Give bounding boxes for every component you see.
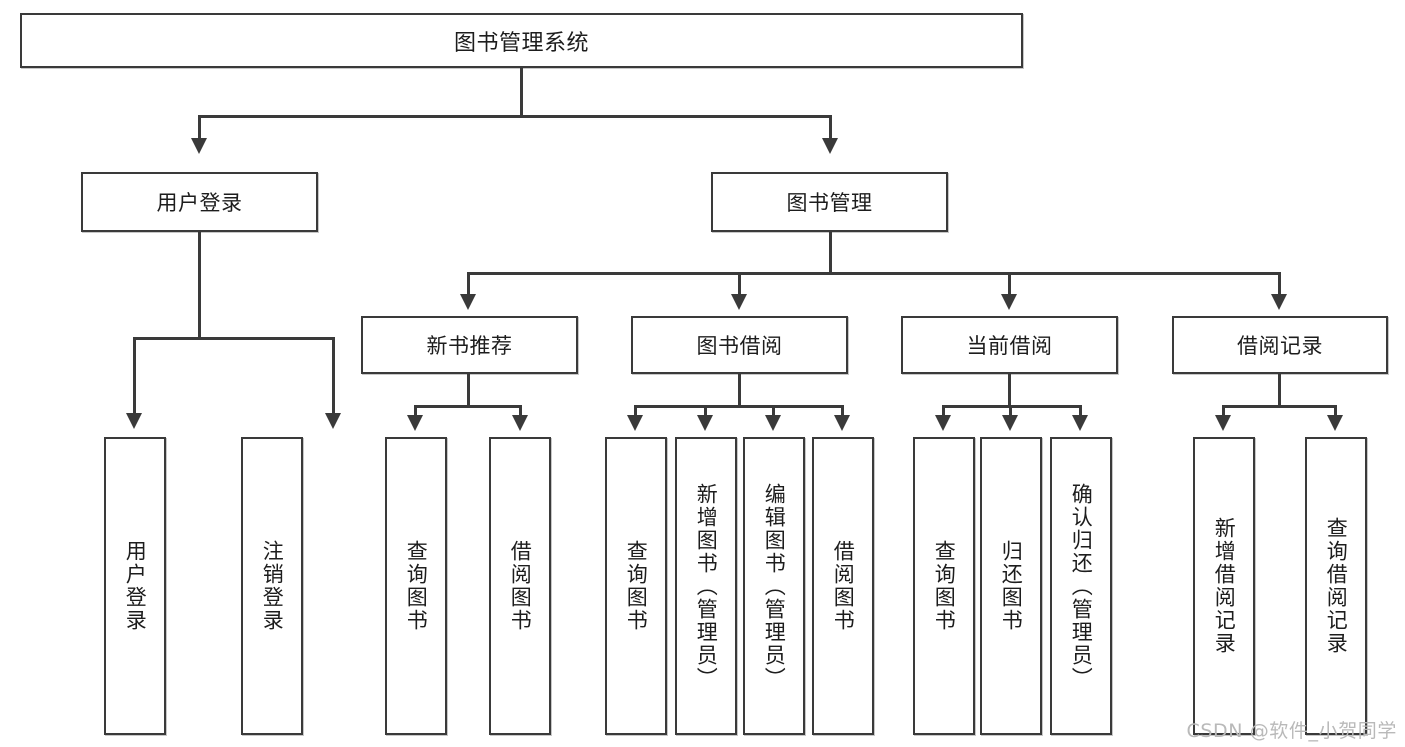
leaf-label: 查询借阅记录 bbox=[1324, 517, 1349, 655]
leaf-new-book-borrow-book[interactable]: 借阅图书 bbox=[489, 437, 551, 735]
node-label: 借阅记录 bbox=[1237, 334, 1323, 358]
connector-bm-to-current-borrow bbox=[1008, 272, 1011, 298]
connector-new-book-to-leaf-0 bbox=[414, 405, 417, 419]
leaf-label: 编辑图书（管理员） bbox=[762, 482, 787, 690]
arrow-br-to-leaf-1 bbox=[1327, 415, 1343, 431]
arrow-user-login-to-leaf-1 bbox=[325, 413, 341, 429]
leaf-label: 查询图书 bbox=[932, 540, 957, 632]
connector-cb-to-leaf-1 bbox=[1009, 405, 1012, 419]
leaf-label: 归还图书 bbox=[999, 540, 1024, 632]
connector-root-to-book-management bbox=[829, 115, 832, 142]
connector-new-book-to-leaf-1 bbox=[519, 405, 522, 419]
arrow-bm-to-new-book bbox=[460, 294, 476, 310]
node-user-login[interactable]: 用户登录 bbox=[81, 172, 318, 232]
connector-br-to-leaf-1 bbox=[1334, 405, 1337, 419]
leaf-label: 确认归还（管理员） bbox=[1069, 482, 1094, 690]
connector-root-bus bbox=[198, 115, 832, 118]
node-borrowing-record[interactable]: 借阅记录 bbox=[1172, 316, 1388, 374]
arrow-bm-to-book-borrow bbox=[731, 294, 747, 310]
connector-current-borrow-stem bbox=[1008, 374, 1011, 408]
leaf-label: 注销登录 bbox=[260, 540, 285, 632]
watermark-text: CSDN @软件_小贺同学 bbox=[1186, 720, 1397, 742]
connector-bm-to-book-borrow bbox=[738, 272, 741, 298]
arrow-root-to-user-login bbox=[191, 138, 207, 154]
connector-user-login-to-leaf-1 bbox=[332, 337, 335, 417]
arrow-new-book-to-leaf-1 bbox=[512, 415, 528, 431]
connector-user-login-stem bbox=[198, 232, 201, 340]
node-root-book-management-system[interactable]: 图书管理系统 bbox=[20, 13, 1023, 68]
arrow-bb-to-leaf-0 bbox=[627, 415, 643, 431]
node-label: 图书管理 bbox=[786, 191, 873, 215]
leaf-label: 查询图书 bbox=[624, 540, 649, 632]
leaf-user-login[interactable]: 用户登录 bbox=[104, 437, 166, 735]
connector-cb-to-leaf-0 bbox=[942, 405, 945, 419]
node-book-borrowing[interactable]: 图书借阅 bbox=[631, 316, 848, 374]
connector-user-login-bus bbox=[133, 337, 335, 340]
connector-borrow-record-stem bbox=[1278, 374, 1281, 408]
node-label: 图书借阅 bbox=[696, 334, 783, 358]
arrow-bb-to-leaf-3 bbox=[834, 415, 850, 431]
arrow-new-book-to-leaf-0 bbox=[407, 415, 423, 431]
leaf-new-book-query-book[interactable]: 查询图书 bbox=[385, 437, 447, 735]
leaf-book-borrow-borrow-book[interactable]: 借阅图书 bbox=[812, 437, 874, 735]
connector-bm-to-borrow-record bbox=[1278, 272, 1281, 298]
connector-book-borrow-stem bbox=[738, 374, 741, 408]
node-current-borrowing[interactable]: 当前借阅 bbox=[901, 316, 1118, 374]
leaf-label: 查询图书 bbox=[404, 540, 429, 632]
leaf-current-borrow-confirm-return[interactable]: 确认归还（管理员） bbox=[1050, 437, 1112, 735]
connector-book-management-bus bbox=[467, 272, 1281, 275]
leaf-logout[interactable]: 注销登录 bbox=[241, 437, 303, 735]
arrow-br-to-leaf-0 bbox=[1215, 415, 1231, 431]
leaf-label: 借阅图书 bbox=[508, 540, 533, 632]
connector-bb-to-leaf-3 bbox=[841, 405, 844, 419]
leaf-label: 借阅图书 bbox=[831, 540, 856, 632]
arrow-bm-to-borrow-record bbox=[1271, 294, 1287, 310]
leaf-current-borrow-return-book[interactable]: 归还图书 bbox=[980, 437, 1042, 735]
node-label: 新书推荐 bbox=[426, 334, 513, 358]
node-label: 当前借阅 bbox=[966, 334, 1053, 358]
connector-new-book-bus bbox=[414, 405, 522, 408]
node-book-management[interactable]: 图书管理 bbox=[711, 172, 948, 232]
connector-br-to-leaf-0 bbox=[1222, 405, 1225, 419]
connector-book-management-stem bbox=[829, 232, 832, 274]
connector-bb-to-leaf-0 bbox=[634, 405, 637, 419]
connector-bm-to-new-book bbox=[467, 272, 470, 298]
node-label: 用户登录 bbox=[156, 191, 243, 215]
connector-root-stem bbox=[520, 68, 523, 115]
connector-user-login-to-leaf-0 bbox=[133, 337, 136, 417]
leaf-label: 新增图书（管理员） bbox=[694, 482, 719, 690]
arrow-cb-to-leaf-0 bbox=[935, 415, 951, 431]
leaf-label: 新增借阅记录 bbox=[1212, 517, 1237, 655]
node-label: 图书管理系统 bbox=[453, 30, 589, 56]
arrow-cb-to-leaf-1 bbox=[1002, 415, 1018, 431]
connector-book-borrow-bus bbox=[634, 405, 844, 408]
leaf-label: 用户登录 bbox=[123, 540, 148, 632]
connector-cb-to-leaf-2 bbox=[1079, 405, 1082, 419]
leaf-book-borrow-edit-book[interactable]: 编辑图书（管理员） bbox=[743, 437, 805, 735]
connector-current-borrow-bus bbox=[942, 405, 1082, 408]
arrow-bb-to-leaf-2 bbox=[765, 415, 781, 431]
node-new-book-recommendation[interactable]: 新书推荐 bbox=[361, 316, 578, 374]
leaf-book-borrow-add-book[interactable]: 新增图书（管理员） bbox=[675, 437, 737, 735]
arrow-cb-to-leaf-2 bbox=[1072, 415, 1088, 431]
leaf-current-borrow-query-book[interactable]: 查询图书 bbox=[913, 437, 975, 735]
connector-borrow-record-bus bbox=[1222, 405, 1337, 408]
leaf-borrow-record-query-record[interactable]: 查询借阅记录 bbox=[1305, 437, 1367, 735]
leaf-book-borrow-query-book[interactable]: 查询图书 bbox=[605, 437, 667, 735]
connector-bb-to-leaf-2 bbox=[772, 405, 775, 419]
connector-root-to-user-login bbox=[198, 115, 201, 142]
arrow-user-login-to-leaf-0 bbox=[126, 413, 142, 429]
leaf-borrow-record-add-record[interactable]: 新增借阅记录 bbox=[1193, 437, 1255, 735]
arrow-root-to-book-management bbox=[822, 138, 838, 154]
connector-new-book-stem bbox=[467, 374, 470, 408]
arrow-bm-to-current-borrow bbox=[1001, 294, 1017, 310]
connector-bb-to-leaf-1 bbox=[704, 405, 707, 419]
arrow-bb-to-leaf-1 bbox=[697, 415, 713, 431]
